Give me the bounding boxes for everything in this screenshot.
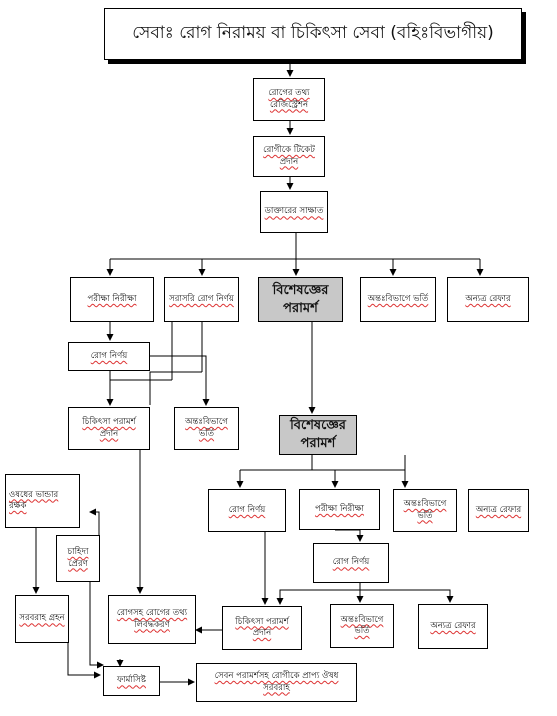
node-dispense: সেবন পরামর্শসহ রোগীকে প্রাপ্য ঔষধ সরবরাহ bbox=[196, 663, 357, 702]
node-refer2-text: অন্যত্র রেফার bbox=[475, 504, 522, 515]
node-dx3-text: রোগ নির্ণয় bbox=[228, 504, 266, 515]
node-exam1: পরীক্ষা নিরীক্ষা bbox=[70, 277, 154, 322]
node-dx4-text: রোগ নির্ণয় bbox=[332, 557, 370, 568]
node-record-text: রোগসহ রোগের তথ্য লিবদ্ধকরণ bbox=[116, 608, 188, 630]
node-exam1-text: পরীক্ষা নিরীক্ষা bbox=[87, 293, 137, 304]
node-doctor-text: ডাক্তারের সাক্ষাত bbox=[264, 206, 324, 217]
node-doctor: ডাক্তারের সাক্ষাত bbox=[260, 191, 328, 233]
node-advice2-text: চিকিৎসা পরামর্শ প্রদান bbox=[235, 616, 289, 638]
node-admit2-text: অন্তঃবিভাগে ভর্তি bbox=[185, 417, 228, 439]
node-pharmacist: ফার্মাসিষ্ট bbox=[103, 666, 160, 696]
node-store-text: ওষধের ভান্ডার রক্ষক bbox=[9, 489, 59, 511]
node-specialist1-text: বিশেষজ্ঞের পরামর্শ bbox=[272, 282, 329, 316]
node-exam2: পরীক্ষা নিরীক্ষা bbox=[299, 489, 380, 530]
node-direct-dx-text: সরাসরি রোগ নির্ণয় bbox=[169, 293, 234, 304]
node-refer2: অন্যত্র রেফার bbox=[468, 489, 529, 532]
node-ticket: রোগীকে টিকেট প্রদান bbox=[253, 136, 325, 177]
node-dispense-text: সেবন পরামর্শসহ রোগীকে প্রাপ্য ঔষধ সরবরাহ bbox=[214, 671, 339, 693]
node-refer3: অন্যত্র রেফার bbox=[418, 604, 488, 649]
node-pharmacist-text: ফার্মাসিষ্ট bbox=[116, 675, 146, 686]
node-advice1: চিকিৎসা পরামর্শ প্রদান bbox=[68, 407, 150, 450]
node-advice1-text: চিকিৎসা পরামর্শ প্রদান bbox=[82, 417, 136, 439]
node-specialist1: বিশেষজ্ঞের পরামর্শ bbox=[258, 277, 343, 322]
node-demand-text: চাহিদা প্রেরণ bbox=[67, 547, 89, 569]
node-ticket-text: রোগীকে টিকেট প্রদান bbox=[263, 145, 315, 167]
node-direct-dx: সরাসরি রোগ নির্ণয় bbox=[164, 277, 239, 322]
node-record: রোগসহ রোগের তথ্য লিবদ্ধকরণ bbox=[108, 595, 196, 644]
node-registration-text: রোগের তথ্য রেজিস্ট্রেশন bbox=[268, 88, 310, 110]
node-admit1: অন্তঃবিভাগে ভর্তি bbox=[360, 277, 436, 322]
node-admit2: অন্তঃবিভাগে ভর্তি bbox=[174, 407, 239, 450]
node-refer3-text: অন্যত্র রেফার bbox=[430, 620, 476, 631]
node-admit4-text: অন্তঃবিভাগে ভর্তি bbox=[340, 614, 384, 636]
node-dx2: রোগ নির্ণয় bbox=[68, 342, 150, 371]
diagram-title: সেবাঃ রোগ নিরাময় বা চিকিৎসা সেবা (বহিঃব… bbox=[104, 8, 522, 60]
node-refer1: অন্যত্র রেফার bbox=[447, 277, 529, 322]
node-advice2: চিকিৎসা পরামর্শ প্রদান bbox=[222, 606, 302, 650]
node-supply: সরবরাহ গ্রহন bbox=[15, 595, 69, 643]
node-dx3: রোগ নির্ণয় bbox=[208, 489, 286, 532]
node-store: ওষধের ভান্ডার রক্ষক bbox=[5, 474, 80, 528]
node-refer1-text: অন্যত্র রেফার bbox=[465, 293, 511, 304]
node-specialist2: বিশেষজ্ঞের পরামর্শ bbox=[279, 415, 357, 455]
node-demand: চাহিদা প্রেরণ bbox=[56, 535, 100, 582]
node-admit3-text: অন্তঃবিভাগে ভর্তি bbox=[403, 499, 447, 521]
node-dx4: রোগ নির্ণয় bbox=[313, 543, 389, 583]
node-admit1-text: অন্তঃবিভাগে ভর্তি bbox=[367, 293, 429, 304]
node-admit4: অন্তঃবিভাগে ভর্তি bbox=[330, 604, 394, 648]
node-registration: রোগের তথ্য রেজিস্ট্রেশন bbox=[253, 78, 325, 121]
node-supply-text: সরবরাহ গ্রহন bbox=[19, 613, 65, 624]
node-exam2-text: পরীক্ষা নিরীক্ষা bbox=[315, 503, 364, 514]
node-dx2-text: রোগ নির্ণয় bbox=[90, 350, 128, 361]
diagram-title-text: সেবাঃ রোগ নিরাময় বা চিকিৎসা সেবা (বহিঃব… bbox=[132, 23, 494, 43]
node-specialist2-text: বিশেষজ্ঞের পরামর্শ bbox=[290, 418, 346, 451]
node-admit3: অন্তঃবিভাগে ভর্তি bbox=[393, 489, 457, 532]
